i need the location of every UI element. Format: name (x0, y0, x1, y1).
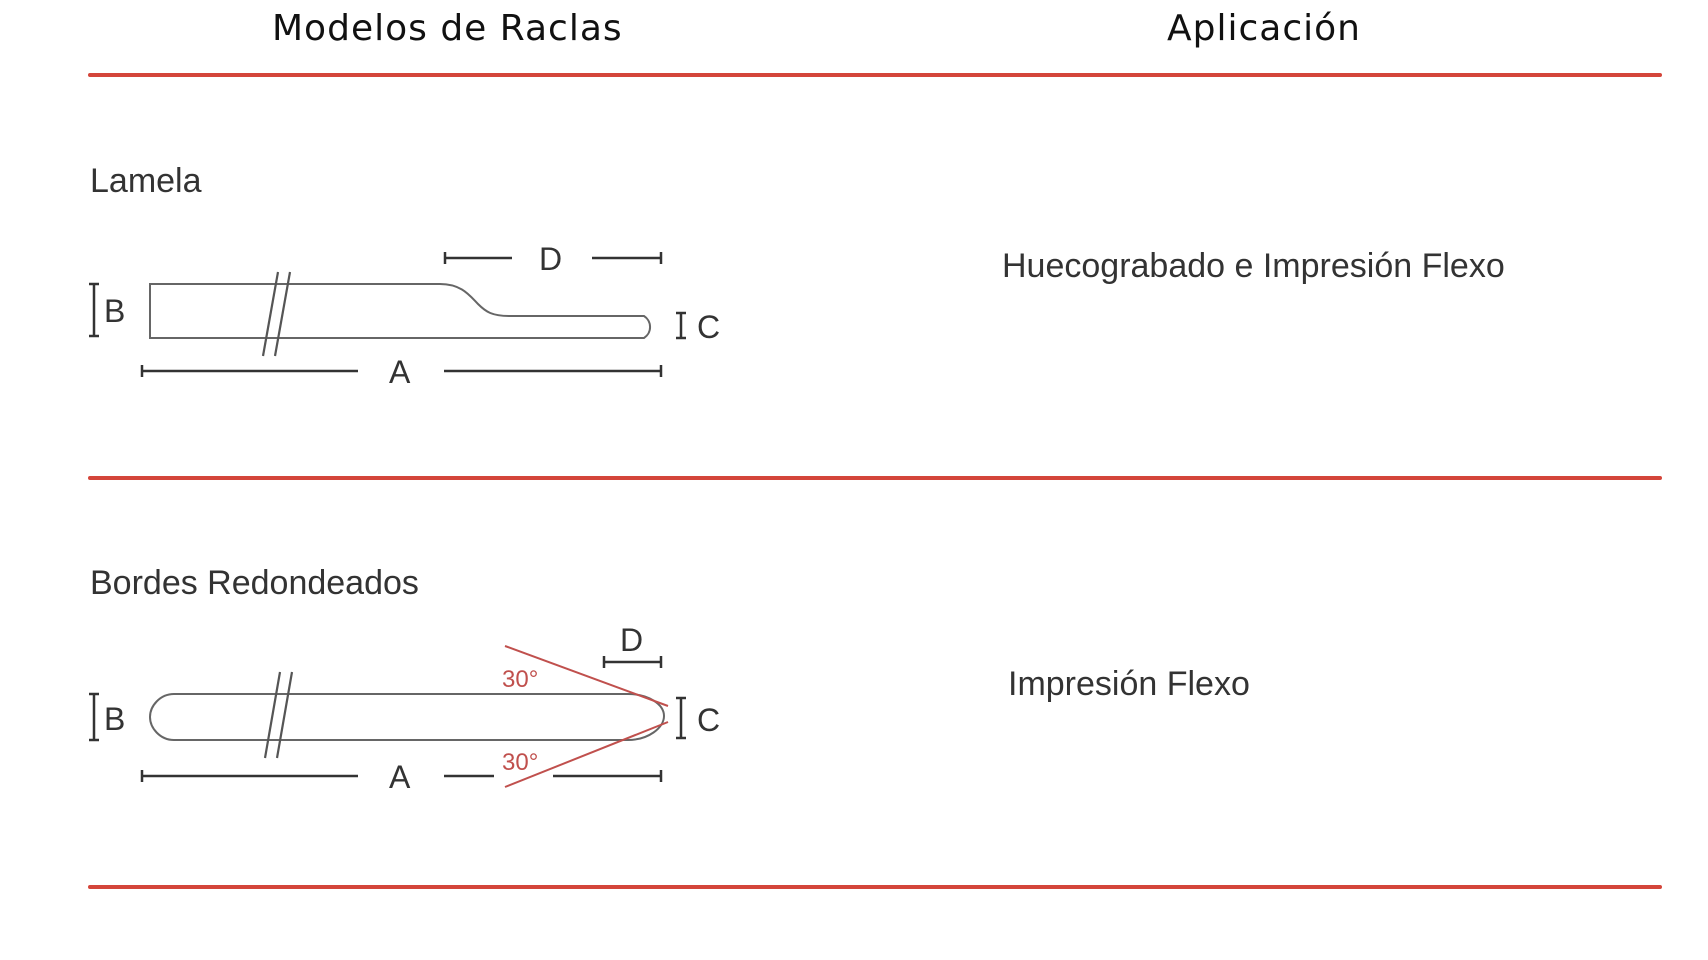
lamela-blade-diagram: B D C A (89, 241, 720, 390)
dimension-d-label: D (539, 241, 562, 277)
application-bordes-redondeados: Impresión Flexo (1008, 665, 1250, 703)
bottom-divider (88, 885, 1662, 889)
row-divider (88, 476, 1662, 480)
lamela-blade-outline (149, 283, 651, 339)
break-marks (263, 671, 294, 759)
dimension-c-label: C (697, 309, 720, 345)
dimension-a-line (140, 365, 663, 377)
rounded-blade-outline (148, 693, 666, 741)
dimension-c-label: C (697, 702, 720, 738)
model-name-bordes-redondeados: Bordes Redondeados (90, 564, 419, 602)
application-lamela: Huecograbado e Impresión Flexo (1002, 247, 1505, 285)
dimension-a-label: A (389, 354, 411, 390)
header-divider (88, 73, 1662, 77)
dimension-b-marker (89, 282, 99, 338)
angle-lines (504, 645, 669, 788)
dimension-c-marker (676, 696, 686, 740)
rounded-edge-blade-diagram: B 30° 30° D C A (89, 622, 720, 795)
models-column-header: Modelos de Raclas (272, 8, 623, 49)
dimension-b-label: B (104, 293, 125, 329)
dimension-b-marker (89, 692, 99, 742)
dimension-c-marker (676, 311, 686, 340)
dimension-d-line (602, 656, 663, 668)
application-column-header: Aplicación (1167, 8, 1361, 49)
dimension-d-label: D (620, 622, 643, 658)
dimension-a-label: A (389, 759, 411, 795)
model-name-lamela: Lamela (90, 162, 202, 200)
angle-top-label: 30° (502, 666, 538, 693)
dimension-b-label: B (104, 701, 125, 737)
angle-bottom-label: 30° (502, 749, 538, 776)
break-marks (261, 271, 292, 357)
dimension-a-line (140, 770, 663, 782)
dimension-d-line (443, 252, 663, 264)
